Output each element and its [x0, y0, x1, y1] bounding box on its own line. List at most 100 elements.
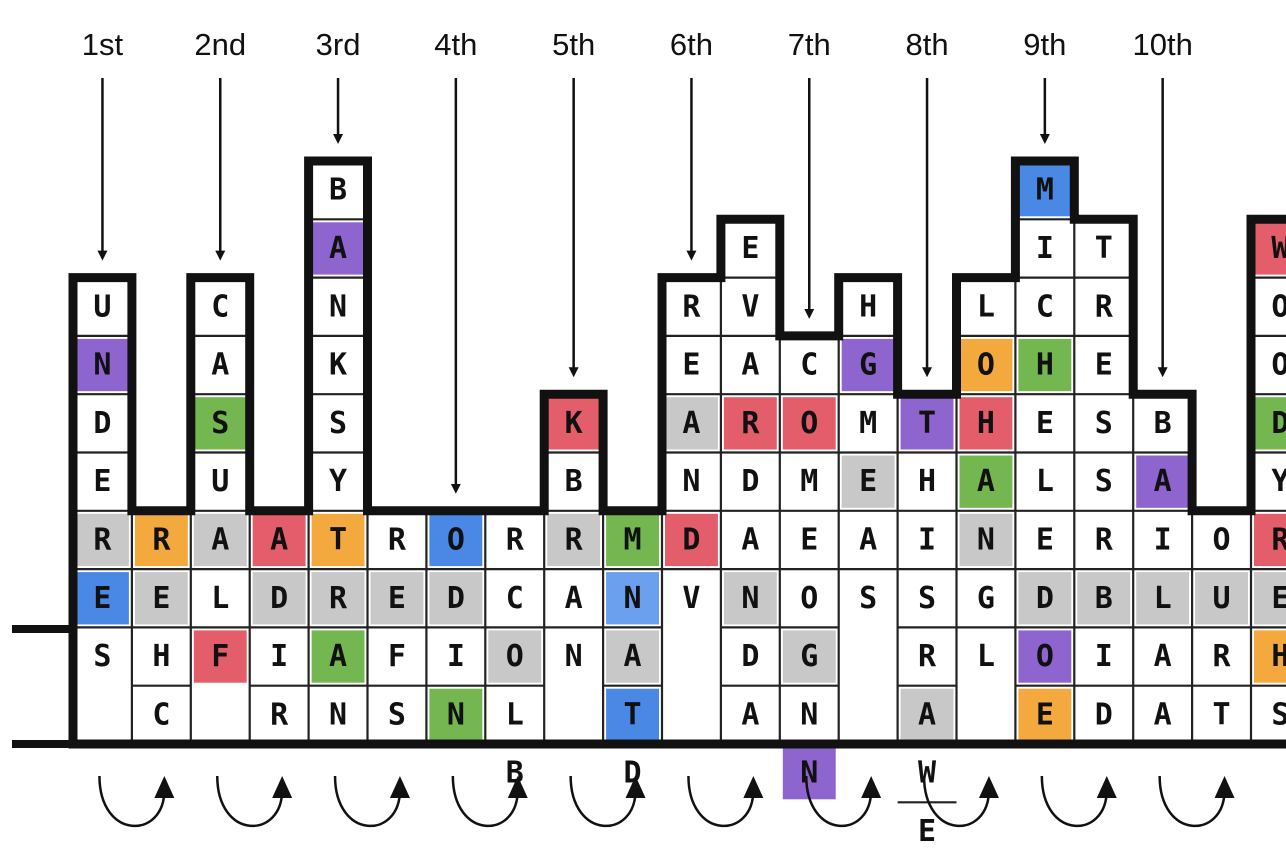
rotate-arrow: [805, 775, 882, 827]
letter-cell: S: [841, 572, 895, 625]
cell-background: [665, 338, 718, 392]
cell-letter: R: [270, 697, 289, 732]
cell-letter: H: [859, 289, 877, 324]
cell-letter: E: [918, 814, 936, 849]
cell-background: [841, 397, 895, 450]
cell-letter: V: [741, 289, 759, 324]
letter-cell: H: [959, 397, 1013, 450]
letter-cell: E: [782, 513, 836, 567]
cell-letter: D: [1271, 406, 1286, 441]
rotate-arrow: [451, 775, 528, 827]
letter-cell: N: [311, 688, 365, 741]
cell-letter: C: [152, 697, 170, 732]
cell-letter: N: [800, 697, 818, 732]
cell-background: [1254, 397, 1286, 450]
cell-background: [370, 630, 424, 683]
letter-cell: A: [959, 455, 1013, 508]
cell-background: [606, 572, 659, 625]
letter-cell: N: [311, 280, 365, 333]
cell-letter: M: [624, 522, 642, 557]
grid-outline: [12, 156, 1286, 749]
cell-letter: N: [977, 522, 995, 557]
letter-cell: N: [606, 572, 659, 625]
letter-cell: E: [134, 572, 188, 625]
cell-letter: D: [1095, 697, 1113, 732]
cell-letter: K: [565, 406, 583, 441]
letter-cell: R: [547, 513, 601, 567]
cell-letter: A: [270, 522, 288, 557]
letter-cell: R: [1077, 280, 1131, 333]
cell-background: [782, 397, 836, 450]
cell-background: [76, 513, 129, 567]
letter-cell: A: [723, 338, 777, 392]
cell-background: [488, 572, 542, 625]
cell-letter: O: [1213, 522, 1231, 557]
cell-letter: Y: [1271, 464, 1286, 499]
letter-cell: G: [782, 630, 836, 683]
letter-cell: A: [900, 688, 954, 741]
cell-letter: A: [918, 697, 936, 732]
cell-letter: A: [1154, 697, 1172, 732]
cell-background: [193, 572, 247, 625]
letter-cell: E: [76, 572, 129, 625]
letter-cell: L: [488, 688, 542, 741]
letter-cell: A: [1136, 455, 1190, 508]
letter-cell: Y: [1254, 455, 1286, 508]
cell-background: [252, 572, 306, 625]
cell-background: [252, 688, 306, 741]
cell-letter: Y: [329, 464, 347, 499]
cell-background: [1254, 572, 1286, 625]
cell-letter: N: [682, 464, 700, 499]
cell-letter: S: [329, 406, 347, 441]
letter-cell: E: [665, 338, 718, 392]
cell-letter: O: [506, 639, 524, 674]
cell-letter: D: [1036, 581, 1054, 616]
cell-letter: C: [211, 289, 229, 324]
cell-background: [1077, 280, 1131, 333]
cell-letter: C: [1036, 289, 1054, 324]
cell-background: [193, 630, 247, 683]
cell-background: [429, 513, 483, 567]
rotate-arrows: [98, 775, 1235, 827]
cell-background: [959, 455, 1013, 508]
letter-cell: D: [76, 397, 129, 450]
cell-background: [1077, 688, 1131, 741]
cell-letter: O: [800, 581, 818, 616]
letter-cell: A: [606, 630, 659, 683]
cell-background: [606, 630, 659, 683]
cell-letter: I: [1095, 639, 1113, 674]
ordinal-label: 8th: [905, 27, 948, 62]
cell-letter: O: [1036, 639, 1054, 674]
letter-cell: D: [252, 572, 306, 625]
cell-background: [606, 513, 659, 567]
letter-cell: S: [900, 572, 954, 625]
letter-cell: A: [252, 513, 306, 567]
letter-cell: I: [429, 630, 483, 683]
cell-background: [959, 280, 1013, 333]
cell-letter: C: [506, 581, 524, 616]
letter-cell: A: [547, 572, 601, 625]
cell-letter: E: [859, 464, 877, 499]
cell-letter: G: [859, 348, 877, 383]
letter-cell: A: [841, 513, 895, 567]
letter-cell: E: [1254, 572, 1286, 625]
letter-cell: R: [76, 513, 129, 567]
cell-background: [1077, 513, 1131, 567]
cell-background: [900, 397, 954, 450]
letter-cell: A: [665, 397, 718, 450]
cell-background: [488, 630, 542, 683]
letter-cell: L: [959, 280, 1013, 333]
cell-letter: D: [682, 522, 700, 557]
cell-letter: E: [1036, 406, 1054, 441]
cell-background: [841, 572, 895, 625]
cell-background: [1018, 455, 1072, 508]
cell-background: [76, 630, 129, 683]
letter-cell: I: [252, 630, 306, 683]
cell-letter: O: [977, 348, 995, 383]
cell-background: [1077, 455, 1131, 508]
ordinal-label: 7th: [788, 27, 831, 62]
rotate-arrow: [333, 775, 410, 827]
letter-cell: D: [723, 455, 777, 508]
letter-cell: O: [1254, 280, 1286, 333]
